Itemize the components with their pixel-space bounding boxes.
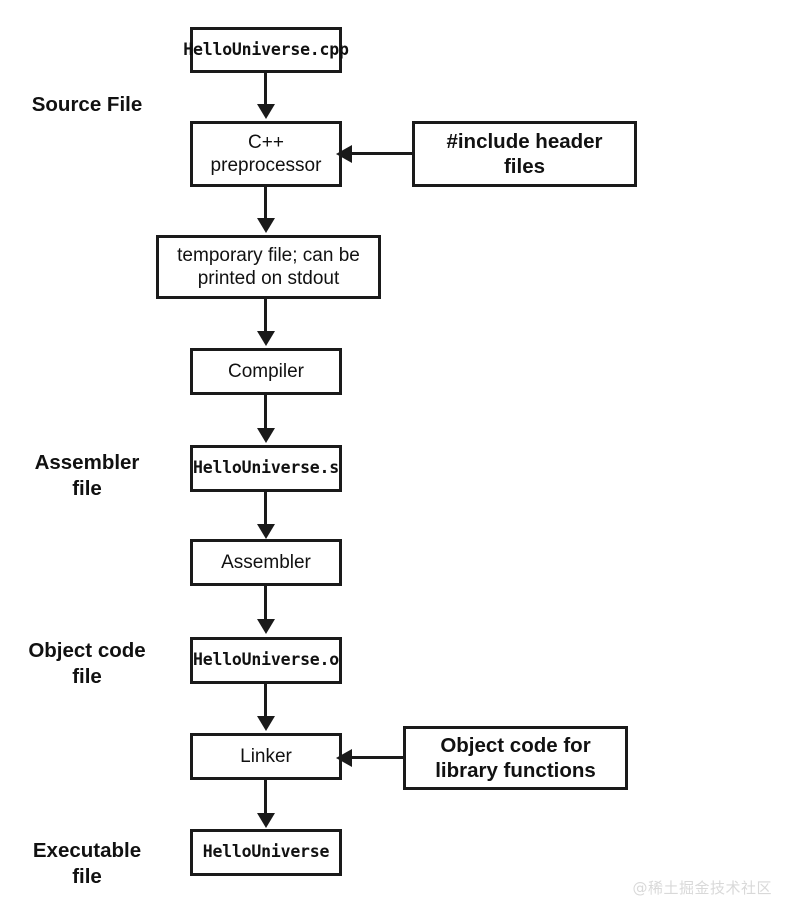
- arrow-down-icon-cpp-to-preprocessor: [257, 104, 275, 119]
- node-linker-label: Linker: [240, 745, 292, 767]
- node-temporary-file[interactable]: temporary file; can be printed on stdout: [156, 235, 381, 299]
- node-hellouniverse-executable[interactable]: HelloUniverse: [190, 829, 342, 876]
- connector-compiler-to-hellouniverse-s: [264, 395, 267, 430]
- node-include-header-files-label: #include header files: [446, 130, 603, 178]
- node-compiler-label: Compiler: [227, 360, 305, 382]
- node-temporary-file-label: temporary file; can be printed on stdout: [177, 244, 360, 289]
- node-assembler-label: Assembler: [221, 551, 311, 573]
- arrow-down-icon-compiler-to-hellouniverse-s: [257, 428, 275, 443]
- node-library-object-code[interactable]: Object code for library functions: [403, 726, 628, 790]
- connector-hellouniverse-o-to-linker: [264, 684, 267, 718]
- stage-label-source-file: Source File: [31, 93, 143, 116]
- node-hellouniverse-executable-label: HelloUniverse: [202, 842, 330, 862]
- connector-assembler-to-hellouniverse-o: [264, 586, 267, 621]
- connector-preprocessor-to-temporary-file: [264, 187, 267, 220]
- stage-label-object-code-file: Object code file: [28, 639, 146, 688]
- arrow-down-icon-hellouniverse-o-to-linker: [257, 716, 275, 731]
- stage-label-executable-file: Executable file: [32, 839, 142, 888]
- connector-linker-to-executable: [264, 780, 267, 815]
- node-linker[interactable]: Linker: [190, 733, 342, 780]
- connector-include-to-preprocessor: [350, 152, 412, 155]
- connector-temporary-file-to-compiler: [264, 299, 267, 333]
- node-cpp-preprocessor-label: C++ preprocessor: [210, 131, 322, 176]
- node-hellouniverse-cpp-label: HelloUniverse.cpp: [183, 39, 349, 59]
- arrow-down-icon-assembler-to-hellouniverse-o: [257, 619, 275, 634]
- node-compiler[interactable]: Compiler: [190, 348, 342, 395]
- arrow-down-icon-linker-to-executable: [257, 813, 275, 828]
- node-hellouniverse-o-label: HelloUniverse.o: [193, 650, 340, 670]
- arrow-left-icon-library-to-linker: [336, 749, 352, 767]
- node-hellouniverse-cpp[interactable]: HelloUniverse.cpp: [183, 27, 349, 73]
- arrow-down-icon-temporary-file-to-compiler: [257, 331, 275, 346]
- arrow-left-icon-include-to-preprocessor: [336, 145, 352, 163]
- node-cpp-preprocessor[interactable]: C++ preprocessor: [190, 121, 342, 187]
- node-assembler[interactable]: Assembler: [190, 539, 342, 586]
- connector-hellouniverse-s-to-assembler: [264, 492, 267, 526]
- stage-label-assembler-file: Assembler file: [34, 451, 140, 500]
- connector-cpp-to-preprocessor: [264, 73, 267, 106]
- arrow-down-icon-hellouniverse-s-to-assembler: [257, 524, 275, 539]
- node-include-header-files[interactable]: #include header files: [412, 121, 637, 187]
- arrow-down-icon-preprocessor-to-temporary-file: [257, 218, 275, 233]
- watermark: @稀土掘金技术社区: [632, 879, 772, 897]
- node-hellouniverse-o[interactable]: HelloUniverse.o: [190, 637, 342, 684]
- connector-library-to-linker: [350, 756, 403, 759]
- node-library-object-code-label: Object code for library functions: [435, 734, 596, 782]
- node-hellouniverse-s-label: HelloUniverse.s: [193, 458, 340, 478]
- node-hellouniverse-s[interactable]: HelloUniverse.s: [190, 445, 342, 492]
